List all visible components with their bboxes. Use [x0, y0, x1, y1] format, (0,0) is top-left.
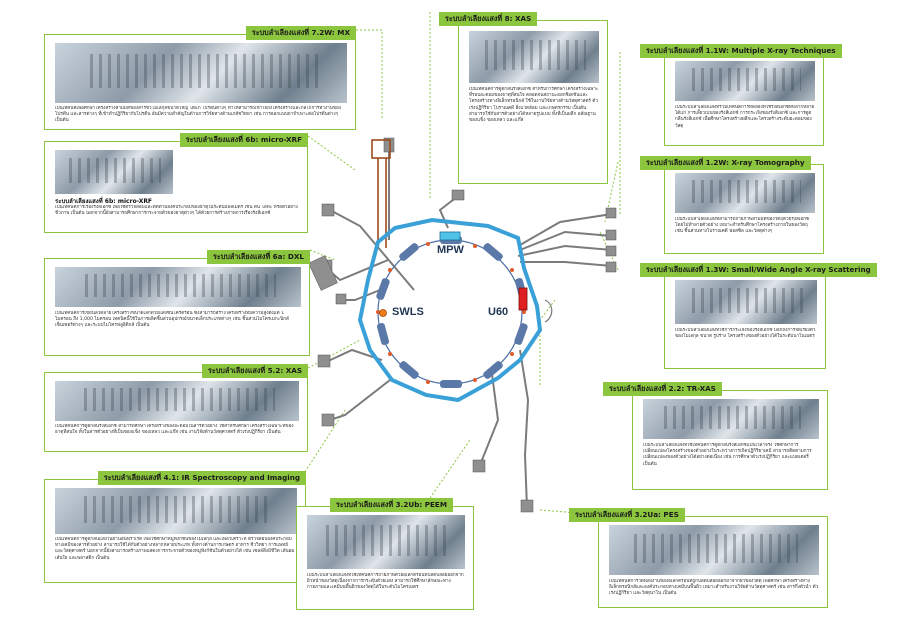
card-title: ระบบลำเลียงแสงที่ 6a: DXL [207, 250, 310, 264]
card-description: เป็นระบบลำเลียงแสงที่ใช้เทคนิคการถ่ายภาพ… [307, 573, 464, 591]
ring-label-swls: SWLS [392, 306, 424, 318]
card-subtitle: ระบบลำเลียงแสงที่ 6b: micro-XRF [55, 198, 153, 205]
card-title: ระบบลำเลียงแสงที่ 1.2W: X-ray Tomography [640, 156, 811, 170]
card-description: เป็นระบบลำเลียงแสงที่สามารถถ่ายภาพสามมิต… [675, 217, 809, 235]
card-beamline-1-1w: ระบบลำเลียงแสงที่ 1.1W: Multiple X-ray T… [640, 44, 842, 146]
card-beamline-6b: ระบบลำเลียงแสงที่ 6b: micro-XRF ระบบลำเล… [44, 133, 308, 233]
card-description: เป็นเทคนิคเพื่อศึกษาโครงสร้างสามมิติของส… [55, 106, 341, 124]
card-title: ระบบลำเลียงแสงที่ 1.1W: Multiple X-ray T… [640, 44, 842, 58]
card-description: เป็นระบบลำเลียงแสงที่ใช้การกระเจิงของรัง… [675, 328, 816, 340]
card-title: ระบบลำเลียงแสงที่ 7.2W: MX [245, 26, 356, 40]
card-title: ระบบลำเลียงแสงที่ 8: XAS [439, 12, 538, 26]
card-description: เป็นระบบลำเลียงแสงที่ใช้เทคนิคการดูดกลืน… [643, 443, 812, 467]
card-title: ระบบลำเลียงแสงที่ 4.1: IR Spectroscopy a… [97, 471, 306, 485]
card-description: เป็นเทคนิคการดูดกลืนรังสีเอกซ์ สามารถศึก… [55, 424, 294, 436]
card-beamline-8: ระบบลำเลียงแสงที่ 8: XAS เป็นเทคนิคการดู… [439, 12, 608, 184]
card-description: เป็นเทคนิคการดูดกลืนรังสีเอกซ์ สำหรับการ… [469, 87, 599, 124]
card-beamline-4-1: ระบบลำเลียงแสงที่ 4.1: IR Spectroscopy a… [44, 471, 306, 583]
beamline-photo [55, 43, 347, 103]
beamline-photo [675, 280, 817, 324]
beamline-photo [307, 515, 465, 569]
card-title: ระบบลำเลียงแสงที่ 5.2: XAS [201, 364, 308, 378]
card-beamline-3-2ub: ระบบลำเลียงแสงที่ 3.2Ub: PEEM เป็นระบบลำ… [296, 498, 474, 610]
beamline-photo [675, 173, 815, 213]
card-title: ระบบลำเลียงแสงที่ 6b: micro-XRF [179, 133, 308, 147]
card-beamline-1-2w: ระบบลำเลียงแสงที่ 1.2W: X-ray Tomography… [640, 156, 824, 254]
card-beamline-2-2: ระบบลำเลียงแสงที่ 2.2: TR-XAS เป็นระบบลำ… [603, 382, 828, 490]
card-beamline-3-2ua: ระบบลำเลียงแสงที่ 3.2Ua: PES เป็นเทคนิคก… [569, 508, 828, 608]
card-beamline-5-2: ระบบลำเลียงแสงที่ 5.2: XAS เป็นเทคนิคการ… [44, 364, 308, 452]
ring-label-mpw: MPW [437, 244, 464, 256]
card-title: ระบบลำเลียงแสงที่ 1.3W: Small/Wide Angle… [640, 263, 877, 277]
card-description: เป็นเทคนิคการเรืองรังสีเอกซ์ เพื่อใช้ตรว… [55, 205, 298, 217]
card-title: ระบบลำเลียงแสงที่ 2.2: TR-XAS [603, 382, 722, 396]
beamline-photo [675, 61, 815, 101]
card-description: เป็นเทคนิคการวัดพลังงานของอิเล็กตรอนที่ถ… [609, 579, 819, 597]
card-description: เป็นเทคนิคการเขียนลวดลายโครงสร้างขนาดเล็… [55, 311, 289, 329]
beamline-photo [469, 31, 599, 83]
card-title: ระบบลำเลียงแสงที่ 3.2Ua: PES [569, 508, 685, 522]
ring-label-u60: U60 [488, 306, 509, 318]
beamline-photo [55, 488, 297, 534]
beamline-photo [55, 267, 301, 307]
card-description: เป็นระบบลำเลียงแสงที่รวมเทคนิคการทดลองที… [675, 105, 815, 129]
card-beamline-6a: ระบบลำเลียงแสงที่ 6a: DXL เป็นเทคนิคการเ… [44, 250, 310, 356]
beamline-photo [609, 525, 819, 575]
card-description: เป็นเทคนิคการดูดกลืนแสงในย่านอินฟราเรด เ… [55, 537, 295, 561]
beamline-photo [643, 399, 819, 439]
card-beamline-7-2w: ระบบลำเลียงแสงที่ 7.2W: MX เป็นเทคนิคเพื… [44, 26, 356, 130]
beamline-photo [55, 381, 299, 421]
beamline-photo [55, 150, 173, 194]
card-beamline-1-3w: ระบบลำเลียงแสงที่ 1.3W: Small/Wide Angle… [640, 263, 877, 369]
card-title: ระบบลำเลียงแสงที่ 3.2Ub: PEEM [330, 498, 453, 512]
